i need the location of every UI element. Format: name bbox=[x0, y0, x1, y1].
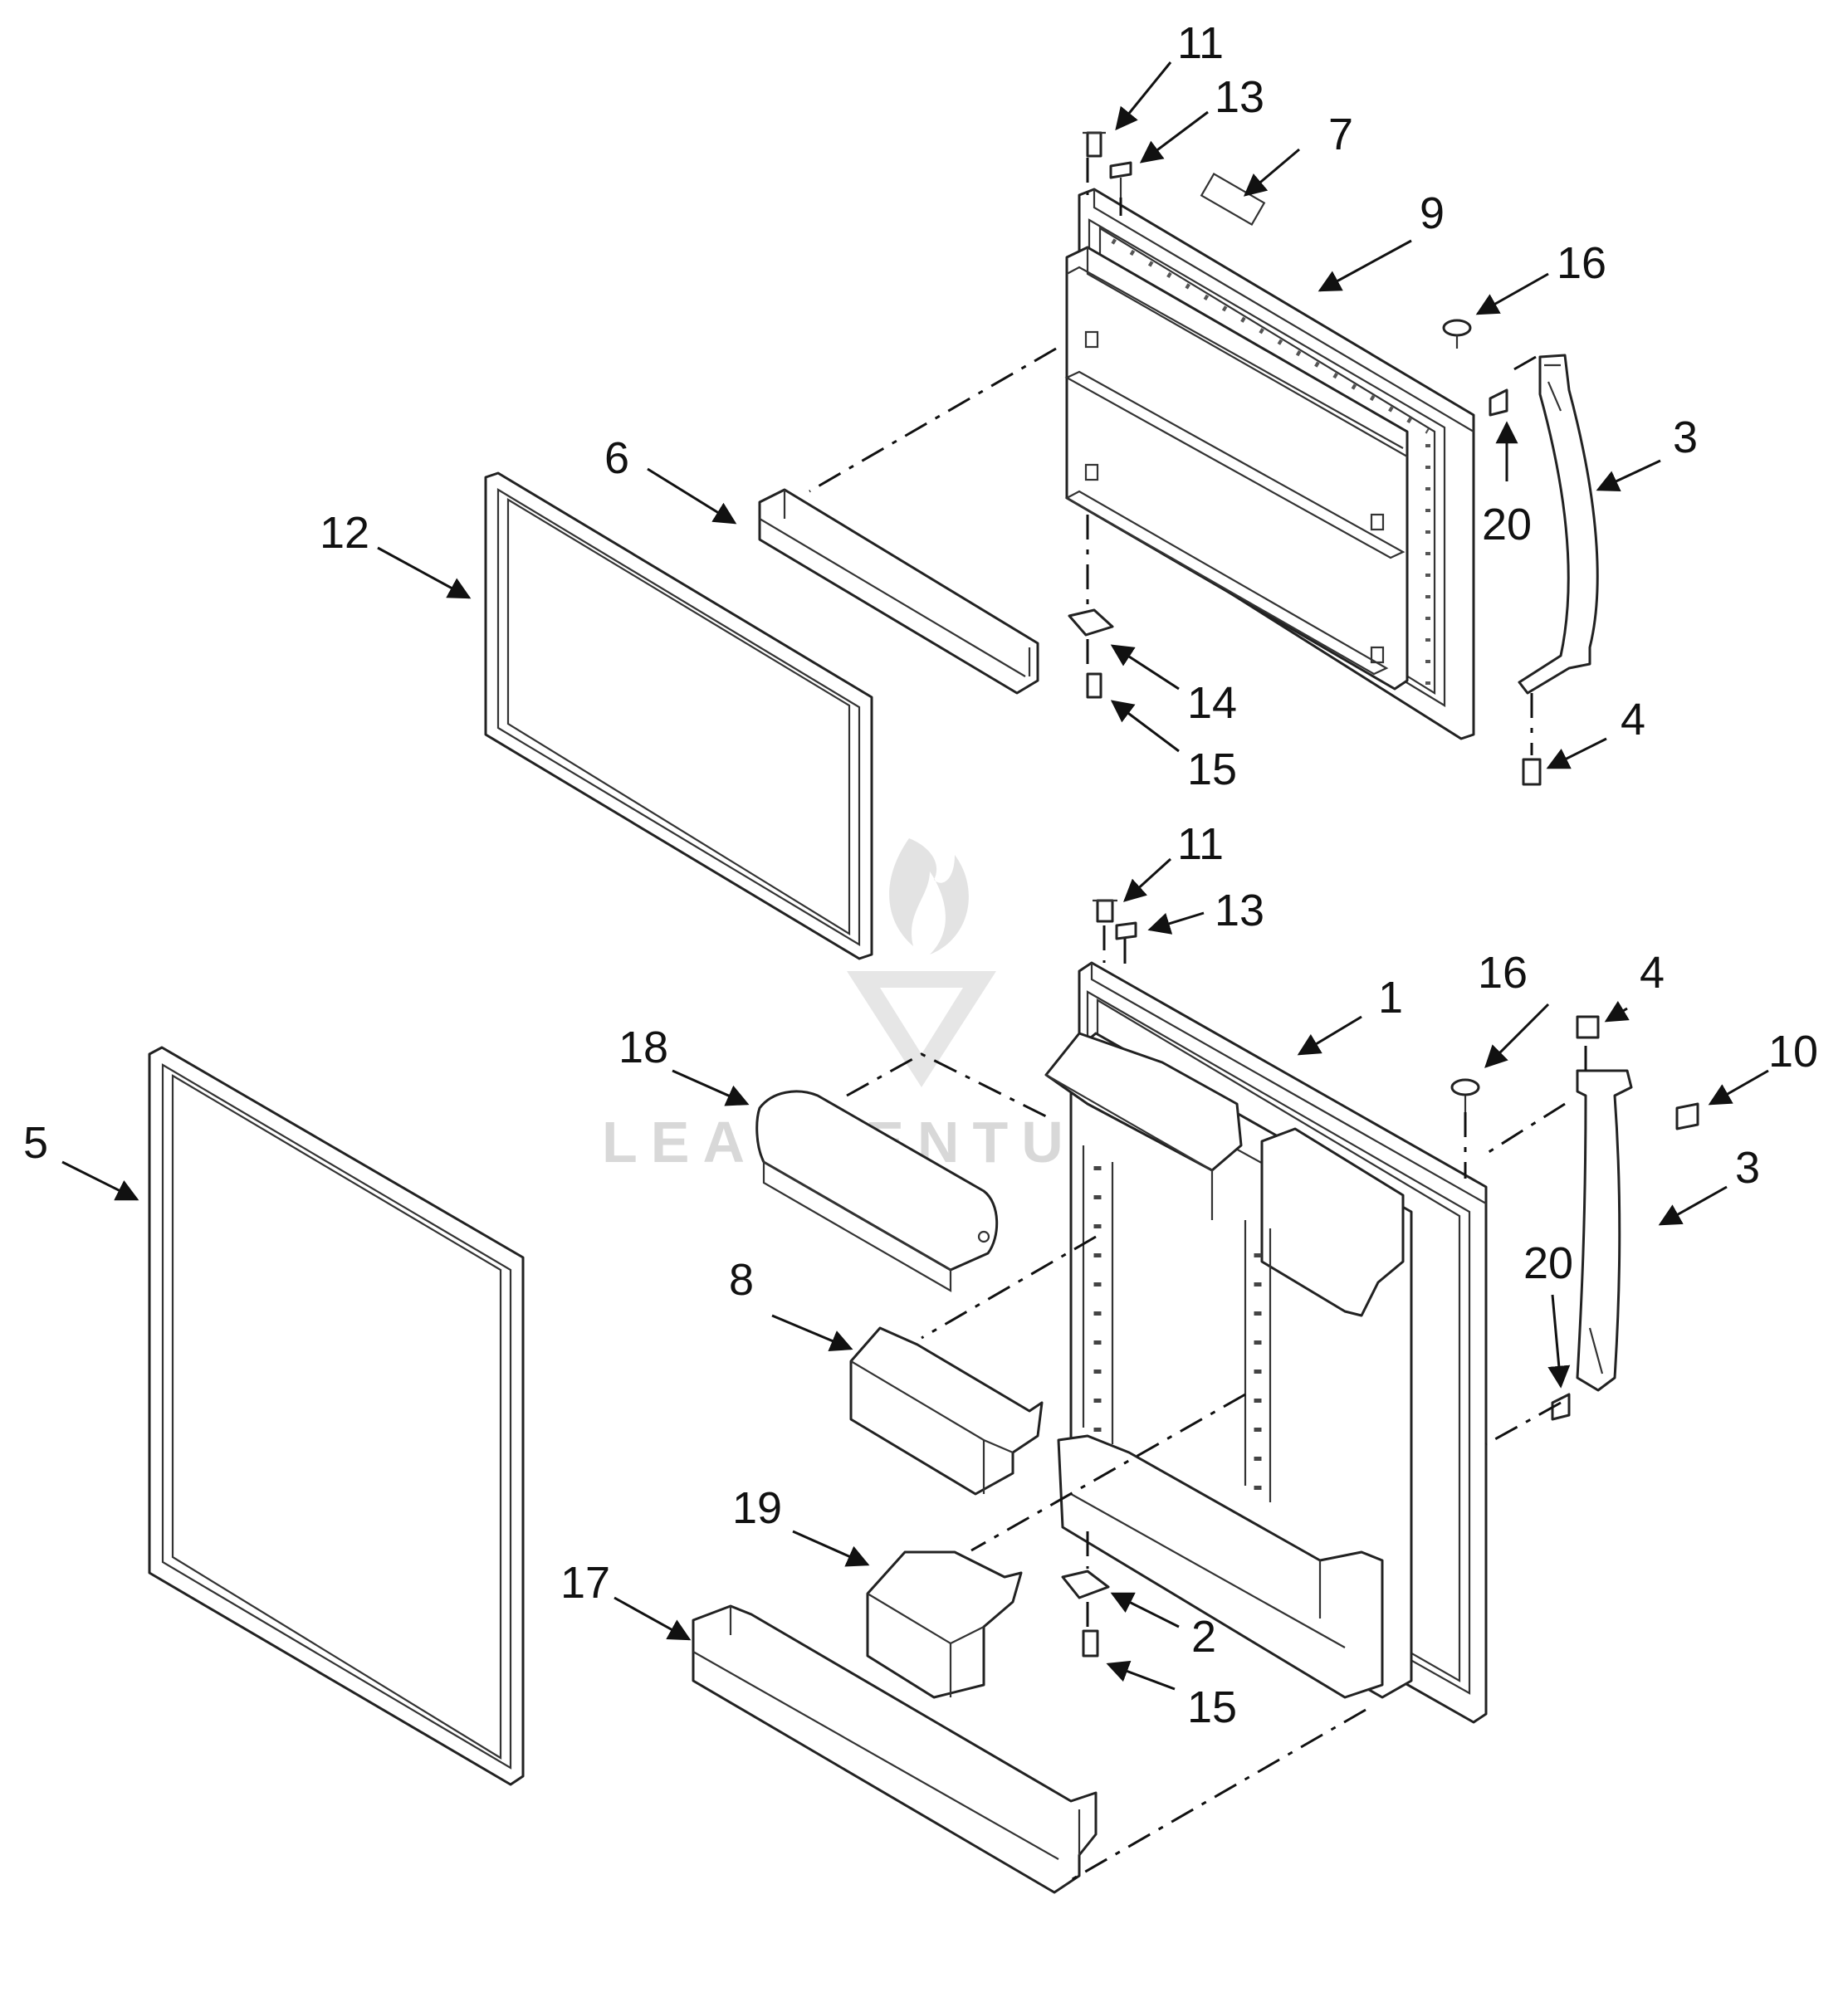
callout-lower-10: 10 bbox=[1768, 1027, 1818, 1077]
callout-upper-3: 3 bbox=[1673, 413, 1698, 462]
callout-lower-17: 17 bbox=[560, 1558, 610, 1608]
callout-upper-13: 13 bbox=[1215, 72, 1264, 122]
callout-lower-19: 19 bbox=[732, 1483, 782, 1533]
door-bin-small bbox=[849, 1326, 1044, 1496]
callout-upper-9: 9 bbox=[1420, 188, 1445, 238]
callout-lower-11: 11 bbox=[1177, 819, 1224, 869]
callout-upper-20: 20 bbox=[1482, 500, 1532, 549]
callout-upper-12: 12 bbox=[320, 508, 369, 558]
lower-hardware bbox=[1061, 899, 1699, 1658]
dairy-compartment bbox=[755, 1090, 999, 1292]
door-bin-long bbox=[692, 1604, 1098, 1894]
callout-lower-13: 13 bbox=[1215, 886, 1264, 935]
callout-lower-16: 16 bbox=[1478, 948, 1528, 998]
callout-upper-16: 16 bbox=[1557, 238, 1606, 288]
upper-hardware bbox=[1068, 131, 1542, 786]
lower-door-handle bbox=[1576, 1069, 1633, 1392]
upper-callouts: 11 13 7 9 16 6 3 12 20 14 4 15 bbox=[320, 18, 1698, 794]
lower-door-gasket bbox=[148, 1046, 525, 1786]
upper-door-assembly bbox=[1064, 173, 1475, 740]
callout-upper-7: 7 bbox=[1328, 110, 1353, 159]
lower-door-assembly bbox=[1044, 961, 1488, 1724]
callout-lower-8: 8 bbox=[729, 1255, 754, 1305]
leader-arrows bbox=[61, 61, 1769, 1691]
callout-upper-14: 14 bbox=[1187, 678, 1237, 728]
callout-upper-11: 11 bbox=[1177, 18, 1224, 68]
lower-callouts: 11 13 1 16 4 10 18 5 3 8 20 19 17 2 15 bbox=[23, 819, 1818, 1732]
callout-lower-5: 5 bbox=[23, 1118, 48, 1168]
upper-door-gasket bbox=[484, 471, 873, 960]
callout-lower-20: 20 bbox=[1523, 1238, 1573, 1288]
callout-upper-6: 6 bbox=[604, 433, 629, 483]
callout-lower-2: 2 bbox=[1191, 1612, 1216, 1662]
door-bin-medium bbox=[866, 1550, 1023, 1699]
callout-upper-4: 4 bbox=[1621, 695, 1645, 745]
callout-lower-18: 18 bbox=[618, 1023, 668, 1072]
callout-lower-3: 3 bbox=[1735, 1143, 1760, 1193]
upper-door-bin bbox=[758, 488, 1039, 695]
callout-lower-15: 15 bbox=[1187, 1682, 1237, 1732]
callout-lower-1: 1 bbox=[1378, 973, 1403, 1023]
callout-lower-4: 4 bbox=[1640, 948, 1665, 998]
callout-upper-15: 15 bbox=[1187, 745, 1237, 794]
upper-door-handle bbox=[1518, 354, 1599, 695]
